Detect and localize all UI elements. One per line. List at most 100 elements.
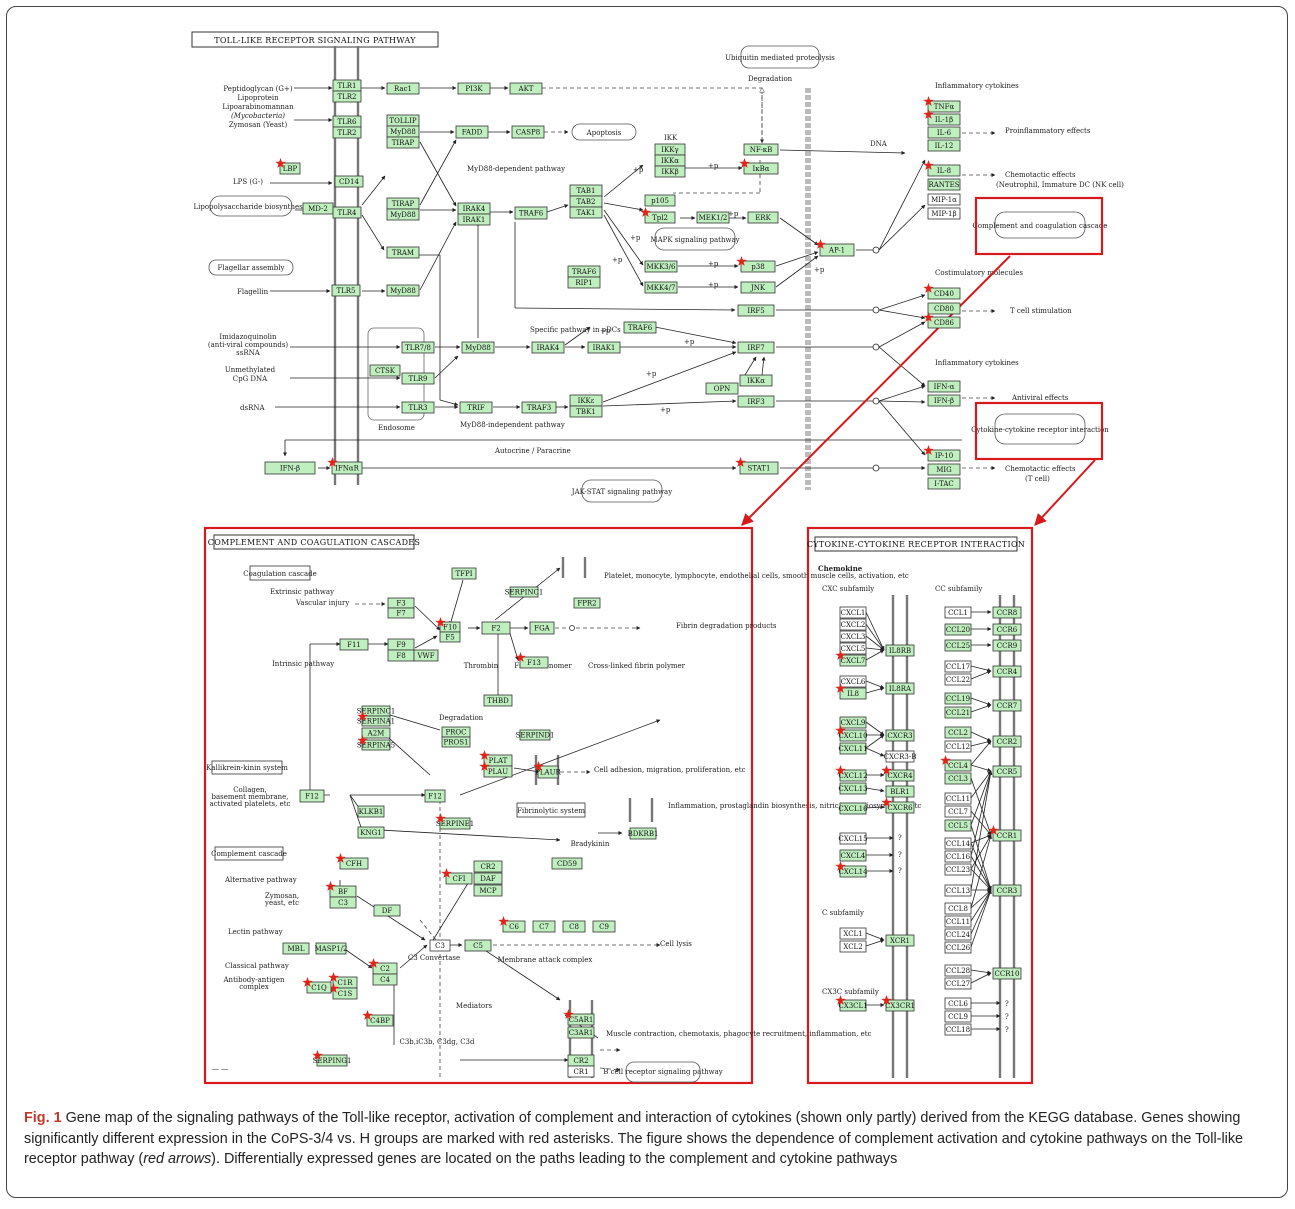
gene-box-cxc-3[interactable] [839, 642, 867, 655]
gene-box-IL8[interactable] [927, 164, 961, 177]
gene-box-MASP1[interactable] [315, 942, 347, 955]
gene-box-CTSK[interactable] [369, 364, 401, 377]
gene-box-THBD[interactable] [483, 694, 513, 707]
gene-box-cxc-5[interactable] [839, 675, 867, 688]
gene-box-IL1b[interactable] [927, 113, 961, 126]
gene-box-C8[interactable] [562, 920, 586, 933]
gene-box-TBK1[interactable] [569, 405, 603, 418]
gene-box-LBP[interactable] [279, 162, 301, 175]
gene-box-ccl-10[interactable] [944, 772, 972, 785]
oval-bcell[interactable] [625, 1061, 701, 1083]
gene-box-C1Q[interactable] [306, 981, 332, 994]
gene-box-cxc-13[interactable] [839, 832, 867, 845]
gene-box-ccl-16[interactable] [944, 863, 972, 876]
gene-box-cxc-15[interactable] [839, 865, 867, 878]
gene-box-IRF7[interactable] [737, 341, 775, 354]
gene-box-ccr-1[interactable] [992, 623, 1022, 636]
gene-box-TFPI[interactable] [451, 567, 477, 580]
gene-box-ccl-8[interactable] [944, 740, 972, 753]
oval-lipopoly[interactable] [209, 195, 293, 217]
gene-box-ccr-8[interactable] [992, 884, 1022, 897]
gene-box-MIP1b[interactable] [927, 207, 961, 220]
gene-box-IRAK4b[interactable] [531, 341, 565, 354]
gene-box-SERPINE1[interactable] [439, 817, 471, 830]
gene-box-cxc-0[interactable] [839, 606, 867, 619]
gene-box-CD80[interactable] [927, 302, 961, 315]
gene-box-NFkB[interactable] [743, 143, 779, 156]
gene-box-IFNaR[interactable] [331, 461, 363, 475]
gene-box-ccl-11[interactable] [944, 792, 972, 805]
gene-box-RANTES[interactable] [927, 178, 961, 191]
gene-box-STAT1[interactable] [739, 461, 779, 475]
gene-box-CR1[interactable] [567, 1065, 595, 1078]
oval-ubiquitin[interactable] [740, 45, 820, 69]
gene-box-ccl-21[interactable] [944, 941, 972, 954]
gene-box-xcl-0[interactable] [839, 927, 867, 940]
gene-box-TRAM[interactable] [386, 246, 420, 259]
gene-box-ccr-5[interactable] [992, 735, 1022, 748]
gene-box-TNFa[interactable] [927, 100, 961, 113]
gene-box-MIG[interactable] [927, 463, 961, 476]
gene-box-TRAF6[interactable] [514, 206, 548, 220]
gene-box-FGA[interactable] [529, 621, 555, 635]
gene-box-TRIF[interactable] [459, 401, 493, 414]
gene-box-xcl-1[interactable] [839, 940, 867, 953]
gene-box-ccl-0[interactable] [944, 606, 972, 619]
gene-box-F11[interactable] [339, 638, 369, 651]
gene-box-TLR4[interactable] [332, 206, 362, 219]
gene-box-CASP8[interactable] [511, 125, 545, 139]
gene-box-SERPINA1[interactable] [361, 715, 391, 727]
gene-box-DF[interactable] [373, 904, 401, 917]
gene-box-ccl-7[interactable] [944, 726, 972, 739]
gene-box-ccl-9[interactable] [944, 759, 972, 772]
oval-jakstat[interactable] [581, 479, 663, 503]
gene-box-TRAF3[interactable] [521, 401, 557, 414]
gene-box-DAF[interactable] [473, 872, 503, 885]
gene-box-PLAU[interactable] [483, 765, 513, 778]
gene-box-C3b[interactable] [329, 896, 357, 909]
gene-box-ccl-1[interactable] [944, 623, 972, 636]
gene-box-KNG1[interactable] [357, 826, 385, 839]
gene-box-OPN[interactable] [705, 382, 739, 395]
gene-box-FADD[interactable] [455, 125, 489, 139]
gene-box-cxcr-2[interactable] [885, 729, 915, 742]
gene-box-C1S[interactable] [332, 987, 358, 1000]
gene-box-IRF3[interactable] [737, 395, 775, 408]
gene-box-MIP1a[interactable] [927, 193, 961, 206]
oval-flagellar[interactable] [208, 259, 294, 276]
gene-box-MyD88b[interactable] [386, 208, 420, 221]
gene-box-ccl-12[interactable] [944, 805, 972, 818]
gene-box-ccr-4[interactable] [992, 699, 1022, 712]
gene-box-F7[interactable] [387, 607, 415, 619]
gene-box-ERK[interactable] [747, 211, 779, 224]
gene-box-cxc-12[interactable] [839, 802, 867, 815]
gene-box-ccl-25[interactable] [944, 1010, 972, 1023]
gene-box-CFI[interactable] [445, 872, 473, 885]
gene-box-TLR2[interactable] [332, 90, 362, 103]
gene-box-F13[interactable] [519, 656, 549, 669]
gene-box-TLR9[interactable] [401, 372, 435, 385]
gene-box-cxc-4[interactable] [839, 654, 867, 667]
gene-box-IP10[interactable] [927, 449, 961, 462]
gene-box-C6[interactable] [502, 920, 526, 933]
gene-box-TLR5[interactable] [331, 284, 361, 297]
oval-complement[interactable] [994, 211, 1086, 239]
gene-box-cxc-11[interactable] [839, 782, 867, 795]
gene-box-F5[interactable] [439, 631, 461, 643]
gene-box-ccl-2[interactable] [944, 639, 972, 652]
gene-box-ccr-6[interactable] [992, 765, 1022, 778]
gene-box-ccl-19[interactable] [944, 915, 972, 928]
oval-apoptosis[interactable] [571, 123, 637, 141]
gene-box-MKK4_7[interactable] [644, 281, 678, 294]
gene-box-CD59[interactable] [551, 857, 583, 870]
gene-box-C3AR1[interactable] [567, 1026, 595, 1039]
gene-box-cxc-7[interactable] [839, 716, 867, 729]
gene-box-CR2[interactable] [473, 860, 503, 873]
gene-box-AP1[interactable] [819, 243, 855, 257]
gene-box-MyD88c[interactable] [386, 284, 420, 297]
gene-box-cxcr-1[interactable] [885, 682, 915, 695]
gene-box-CD14[interactable] [334, 175, 364, 188]
gene-box-p38[interactable] [740, 260, 776, 273]
gene-box-IRF5[interactable] [737, 304, 775, 317]
gene-box-IFNa[interactable] [927, 380, 961, 393]
